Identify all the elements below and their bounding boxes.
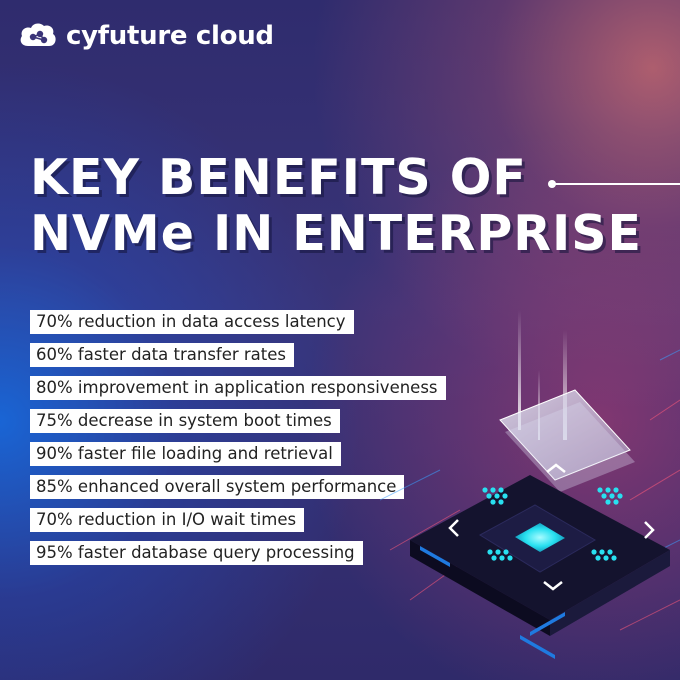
benefit-text: 95% faster database query processing — [30, 541, 363, 565]
cloud-icon — [20, 23, 56, 46]
brand-name: cyfuture cloud — [66, 21, 274, 51]
benefit-text: 85% enhanced overall system performance — [30, 475, 405, 499]
list-item: 85% enhanced overall system performance — [30, 475, 446, 508]
list-item: 90% faster file loading and retrieval — [30, 442, 446, 475]
benefit-text: 70% reduction in I/O wait times — [30, 508, 305, 532]
list-item: 80% improvement in application responsiv… — [30, 376, 446, 409]
title-line-1: KEY BENEFITS OF — [30, 149, 527, 206]
title-line-2: NVMe IN ENTERPRISE — [30, 205, 643, 262]
list-item: 70% reduction in data access latency — [30, 310, 446, 343]
nvme-chip-illustration — [380, 310, 680, 659]
list-item: 75% decrease in system boot times — [30, 409, 446, 442]
brand-logo: cyfuture cloud — [18, 20, 274, 52]
list-item: 60% faster data transfer rates — [30, 343, 446, 376]
benefit-text: 75% decrease in system boot times — [30, 409, 340, 433]
page-title: KEY BENEFITS OF NVMe IN ENTERPRISE — [30, 150, 642, 262]
list-item: 70% reduction in I/O wait times — [30, 508, 446, 541]
benefit-text: 80% improvement in application responsiv… — [30, 376, 446, 400]
title-rule — [552, 183, 680, 185]
benefit-text: 90% faster file loading and retrieval — [30, 442, 341, 466]
list-item: 95% faster database query processing — [30, 541, 446, 574]
benefit-text: 70% reduction in data access latency — [30, 310, 354, 334]
benefit-text: 60% faster data transfer rates — [30, 343, 295, 367]
benefits-list: 70% reduction in data access latency 60%… — [30, 310, 446, 574]
